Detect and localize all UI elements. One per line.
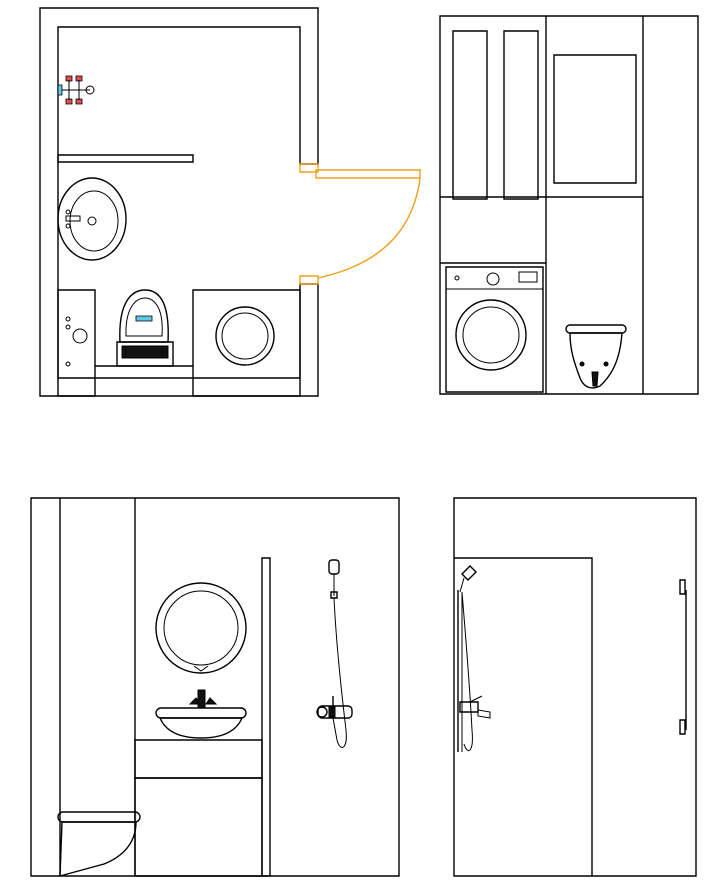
elevation-laundry	[440, 16, 698, 394]
plan-washer	[193, 290, 300, 396]
washer-drum-inner	[222, 313, 268, 359]
shower-partition	[262, 558, 270, 876]
elevation-basin	[31, 498, 399, 876]
basin-bowl-side	[160, 718, 242, 738]
vanity-countertop	[135, 740, 262, 778]
doorway-outline	[454, 558, 592, 876]
wall-cabinet-door	[453, 31, 487, 199]
side-mixer-body	[460, 702, 478, 712]
plan-toilet	[95, 290, 193, 366]
basin-faucet-handle-icon	[206, 698, 216, 704]
washer-button-icon	[455, 276, 459, 280]
cabinet-knob-icon	[66, 362, 70, 366]
plan-wall-taps	[58, 76, 94, 104]
door-jamb-top	[300, 164, 318, 172]
washer-front	[446, 267, 543, 392]
basin-tap-knob-icon	[66, 210, 70, 214]
washer-door-inner	[463, 307, 519, 363]
counter-basin	[156, 690, 246, 738]
toilet-lid	[566, 325, 626, 333]
elevation-washer	[446, 267, 543, 392]
toilet-bowl-side	[60, 822, 136, 876]
cabinet-body	[58, 290, 95, 396]
toilet-bolt-icon	[604, 362, 608, 366]
cabinet-outlet-icon	[73, 329, 87, 343]
towel-bar-bracket	[680, 580, 685, 594]
elevation-toilet	[566, 325, 626, 388]
toilet-trap	[592, 372, 598, 386]
side-shower-arm	[460, 578, 464, 592]
shower-mixer	[318, 706, 352, 718]
mirror-outer	[156, 583, 246, 673]
towel-bar-bracket	[680, 720, 685, 734]
side-shower-head-icon	[462, 566, 476, 580]
basin-rim	[156, 708, 246, 718]
shower-head-icon	[329, 560, 339, 574]
plan-shelf	[58, 155, 193, 162]
basin-outer	[58, 178, 126, 260]
mixer-lever-icon	[329, 707, 335, 717]
basin-wall-outline	[31, 498, 399, 876]
washer-drum-outer	[216, 307, 274, 365]
toilet-bolt-icon	[580, 362, 584, 366]
toilet-lid-side	[58, 812, 140, 822]
washer-display	[519, 272, 537, 282]
door-leaf	[316, 170, 420, 178]
side-shower-set	[458, 566, 490, 752]
shower-set	[317, 560, 352, 747]
basin-faucet-icon	[198, 690, 205, 708]
door-swing-arc	[318, 178, 420, 278]
vanity-cabinet	[135, 778, 262, 876]
toilet-base	[122, 346, 168, 358]
toilet-seat	[126, 298, 162, 336]
mixer-knob-icon	[317, 707, 327, 717]
side-toilet	[58, 812, 140, 876]
mirror-bottom-notch	[194, 666, 208, 671]
basin-tap-knob-icon	[66, 224, 70, 228]
wall-cabinet-door	[504, 31, 538, 199]
tap-cold-icon	[58, 85, 62, 95]
shower-wall-outline	[454, 498, 696, 876]
mirror-inner	[164, 591, 238, 665]
wall-mirror-cabinet	[554, 55, 636, 183]
toilet-flush-icon	[136, 316, 152, 321]
elevation-shower	[454, 498, 696, 876]
plan-basin	[58, 178, 126, 260]
toilet-bowl-front	[570, 333, 622, 388]
side-mixer-spout	[478, 710, 490, 718]
laundry-wall-outline	[440, 16, 698, 394]
shower-hose	[333, 598, 346, 747]
side-mixer-lever	[470, 696, 482, 702]
washer-dial-icon	[487, 273, 499, 285]
plan-outer-wall	[40, 8, 318, 396]
side-shower-hose	[462, 592, 472, 751]
tap-handle-icon	[86, 86, 94, 94]
basin-tap-icon	[66, 216, 80, 221]
door-jamb-bottom	[300, 276, 318, 284]
round-mirror	[156, 583, 246, 673]
basin-drain-icon	[88, 217, 96, 225]
washer-door-outer	[456, 300, 526, 370]
plan-cabinet	[58, 290, 95, 396]
floor-plan	[40, 8, 420, 396]
toilet-bowl	[120, 290, 168, 342]
cabinet-knob-icon	[66, 317, 70, 321]
cabinet-knob-icon	[66, 325, 70, 329]
washer-body	[193, 290, 300, 396]
